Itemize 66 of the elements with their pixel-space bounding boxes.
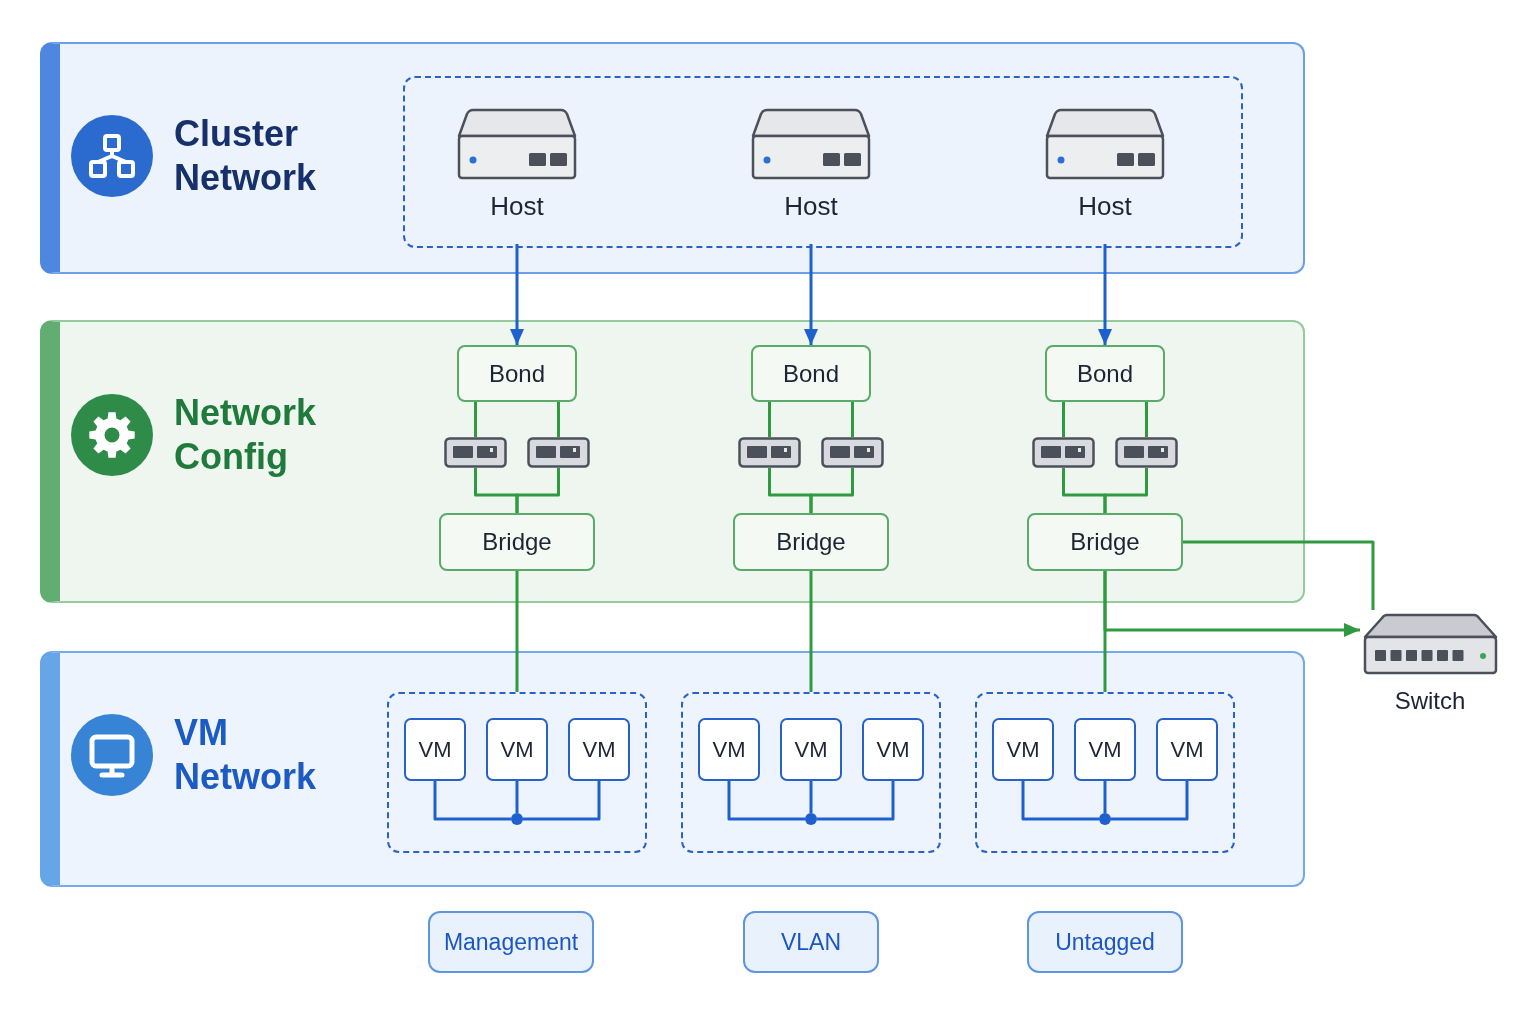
connector-line <box>515 781 519 813</box>
connector-line <box>809 781 813 813</box>
component-box: Bridge <box>733 513 889 571</box>
component-box: Bond <box>1045 345 1165 402</box>
connector-line <box>557 402 560 437</box>
node-label: Host <box>784 192 838 222</box>
node-label: Switch <box>1394 687 1466 715</box>
connector-line <box>1145 402 1148 437</box>
connector-line <box>768 402 771 437</box>
component-box: Bridge <box>1027 513 1183 571</box>
vm-box: VM <box>862 718 924 781</box>
component-box: Bond <box>751 345 871 402</box>
connector-line <box>727 781 805 821</box>
vm-box: VM <box>992 718 1054 781</box>
connector-line <box>817 781 895 821</box>
junction-dot <box>805 813 817 825</box>
layer-band <box>40 651 1305 887</box>
arrow <box>1103 571 1360 637</box>
network-tag: Management <box>428 911 594 973</box>
vm-box: VM <box>780 718 842 781</box>
connector-line <box>1111 781 1189 821</box>
connector-line <box>809 571 813 692</box>
junction-dot <box>511 813 523 825</box>
network-card-icon <box>821 437 884 468</box>
arrow <box>510 244 524 345</box>
vm-box: VM <box>1074 718 1136 781</box>
connector-line <box>1183 540 1375 610</box>
dashed-group-frame <box>681 692 941 853</box>
component-box: Bridge <box>439 513 595 571</box>
node-label: Host <box>490 192 544 222</box>
network-card-icon <box>1032 437 1095 468</box>
connector-line <box>1021 781 1099 821</box>
layer-band <box>40 42 1305 274</box>
connector-line <box>523 781 601 821</box>
connector-line <box>515 571 519 692</box>
dashed-group-frame <box>387 692 647 853</box>
connector-line <box>515 468 560 513</box>
junction-dot <box>1099 813 1111 825</box>
network-card-icon <box>444 437 507 468</box>
network-card-icon <box>1115 437 1178 468</box>
connector-line <box>1103 781 1107 813</box>
arrow <box>1098 244 1112 345</box>
connector-line <box>851 402 854 437</box>
vm-box: VM <box>568 718 630 781</box>
vm-box: VM <box>404 718 466 781</box>
network-tag: VLAN <box>743 911 879 973</box>
connector-line <box>474 402 477 437</box>
node-label: Host <box>1078 192 1132 222</box>
network-tag: Untagged <box>1027 911 1183 973</box>
network-card-icon <box>738 437 801 468</box>
vm-box: VM <box>486 718 548 781</box>
layer-title: VM Network <box>174 711 318 799</box>
dashed-group-frame <box>975 692 1235 853</box>
component-box: Bond <box>457 345 577 402</box>
layer-title: Cluster Network <box>174 112 318 200</box>
connector-line <box>809 468 854 513</box>
arrow <box>804 244 818 345</box>
dashed-group-frame <box>403 76 1243 248</box>
layer-title: Network Config <box>174 391 318 479</box>
connector-line <box>433 781 511 821</box>
vm-box: VM <box>1156 718 1218 781</box>
vm-box: VM <box>698 718 760 781</box>
connector-line <box>1103 468 1148 513</box>
layer-band <box>40 320 1305 603</box>
connector-line <box>1062 402 1065 437</box>
network-card-icon <box>527 437 590 468</box>
